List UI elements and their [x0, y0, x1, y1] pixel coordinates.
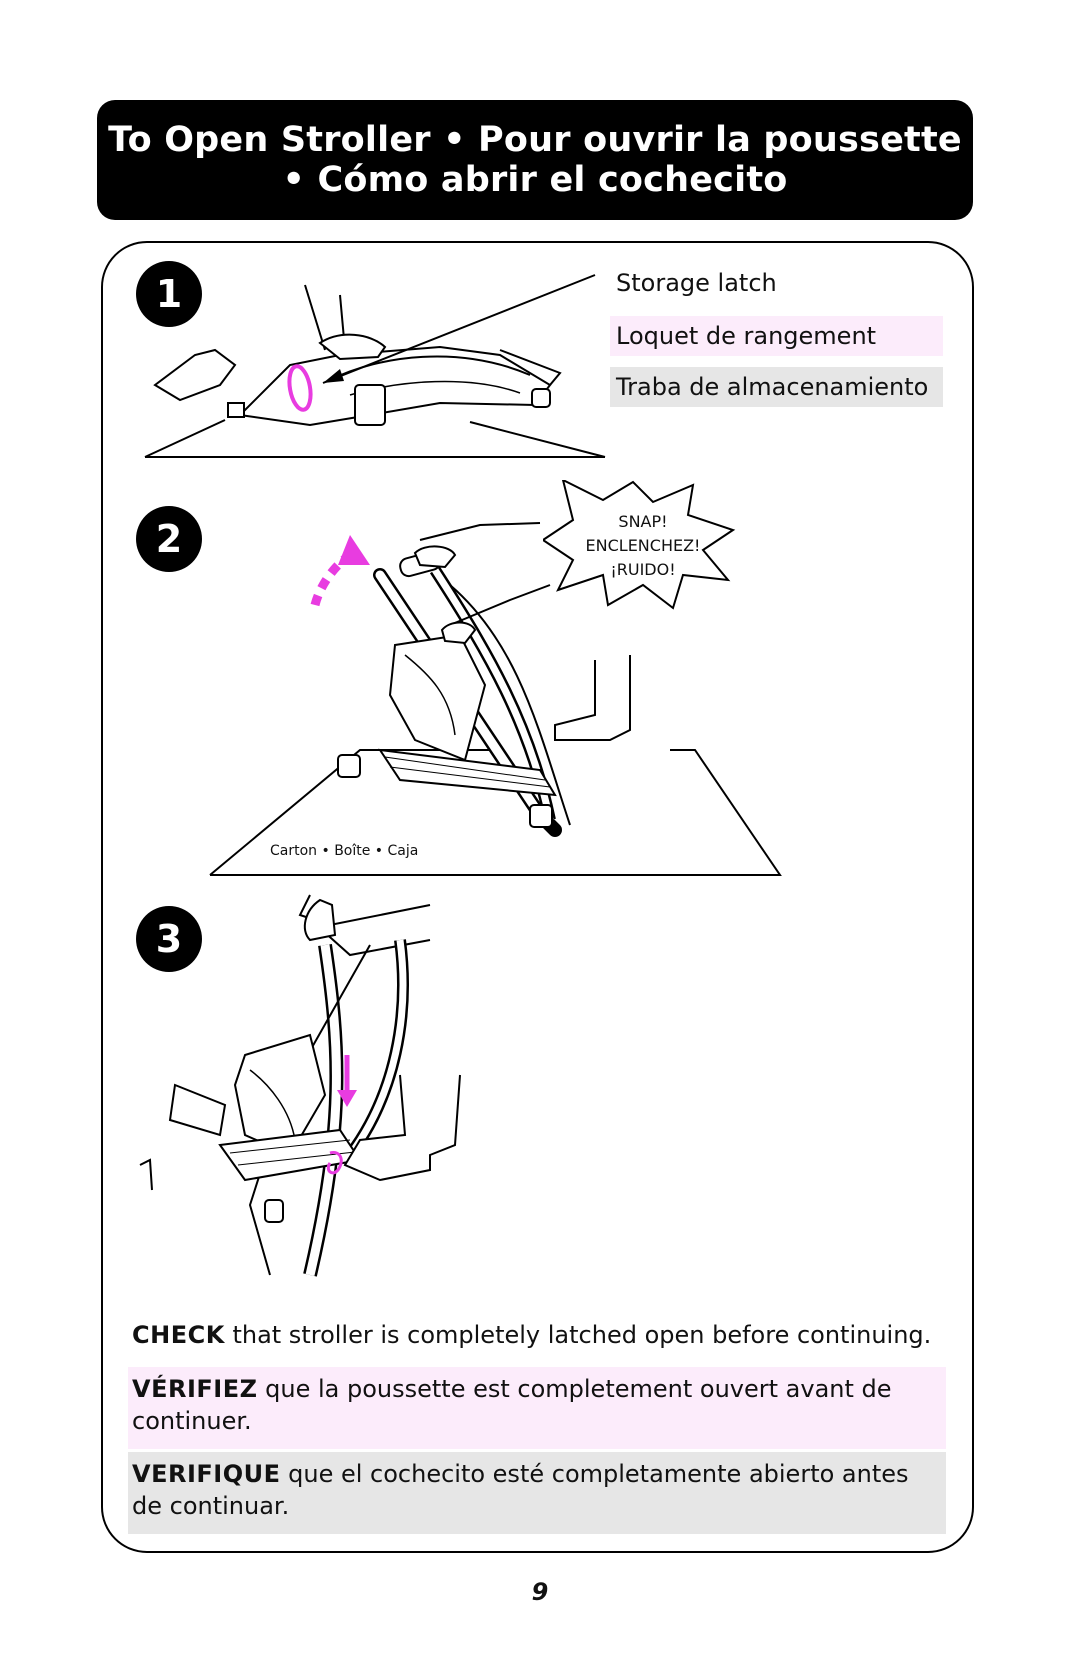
instructions-panel — [101, 241, 974, 1553]
check-instruction-es: VERIFIQUE que el cochecito esté completa… — [128, 1452, 946, 1534]
page-number: 9 — [531, 1578, 549, 1606]
title-line-1: To Open Stroller • Pour ouvrir la pousse… — [108, 120, 962, 160]
title-banner: To Open Stroller • Pour ouvrir la pousse… — [97, 100, 973, 220]
step-number-3: 3 — [136, 906, 202, 972]
storage-latch-label-es: Traba de almacenamiento — [610, 367, 943, 407]
step2-unfolding-stroller-illustration — [209, 522, 782, 876]
check-en-text: that stroller is completely latched open… — [224, 1321, 932, 1349]
snap-text-fr: ENCLENCHEZ! — [585, 536, 701, 555]
snap-text-es: ¡RUIDO! — [610, 560, 676, 579]
snap-text-en: SNAP! — [618, 512, 668, 531]
storage-latch-label-en: Storage latch — [616, 269, 777, 297]
check-es-text: que el cochecito esté completamente abie… — [132, 1460, 909, 1520]
check-es-bold: VERIFIQUE — [132, 1460, 281, 1488]
snap-burst: SNAP! ENCLENCHEZ! ¡RUIDO! — [543, 480, 743, 610]
check-fr-bold: VÉRIFIEZ — [132, 1375, 258, 1403]
storage-latch-label-fr: Loquet de rangement — [610, 316, 943, 356]
title-line-2: • Cómo abrir el cochecito — [282, 160, 788, 200]
step3-opened-stroller-illustration — [139, 894, 461, 1277]
check-instruction-fr: VÉRIFIEZ que la poussette est completeme… — [128, 1367, 946, 1449]
check-fr-text: que la poussette est completement ouvert… — [132, 1375, 892, 1435]
check-en-bold: CHECK — [132, 1321, 225, 1349]
check-instruction-en: CHECK that stroller is completely latche… — [128, 1313, 946, 1357]
carton-label: Carton • Boîte • Caja — [270, 843, 419, 859]
step1-folded-stroller-illustration — [144, 274, 606, 458]
step-number-1: 1 — [136, 261, 202, 327]
step-number-2: 2 — [136, 506, 202, 572]
